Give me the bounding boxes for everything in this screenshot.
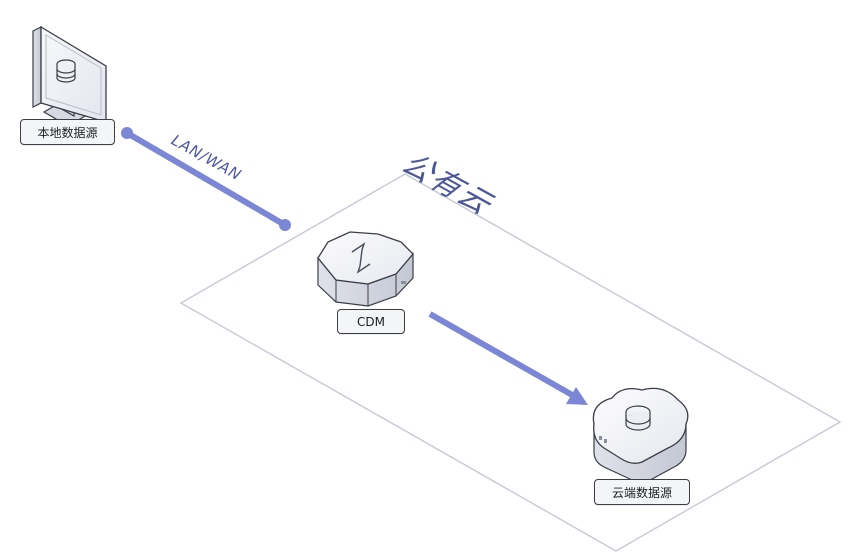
cloud-data-source-label: 云端数据源 bbox=[594, 479, 690, 505]
cdm-label: CDM bbox=[337, 309, 405, 334]
migration-arrow bbox=[428, 311, 588, 405]
lan-wan-link bbox=[121, 127, 291, 231]
public-cloud-zone bbox=[179, 173, 842, 552]
local-data-source-label: 本地数据源 bbox=[20, 119, 115, 145]
cdm-node-icon bbox=[317, 231, 414, 307]
database-icon bbox=[625, 405, 651, 431]
local-data-source-monitor-icon bbox=[32, 25, 107, 127]
transfer-icon bbox=[351, 242, 371, 274]
database-icon bbox=[56, 59, 76, 83]
cloud-data-source-icon bbox=[592, 387, 689, 483]
